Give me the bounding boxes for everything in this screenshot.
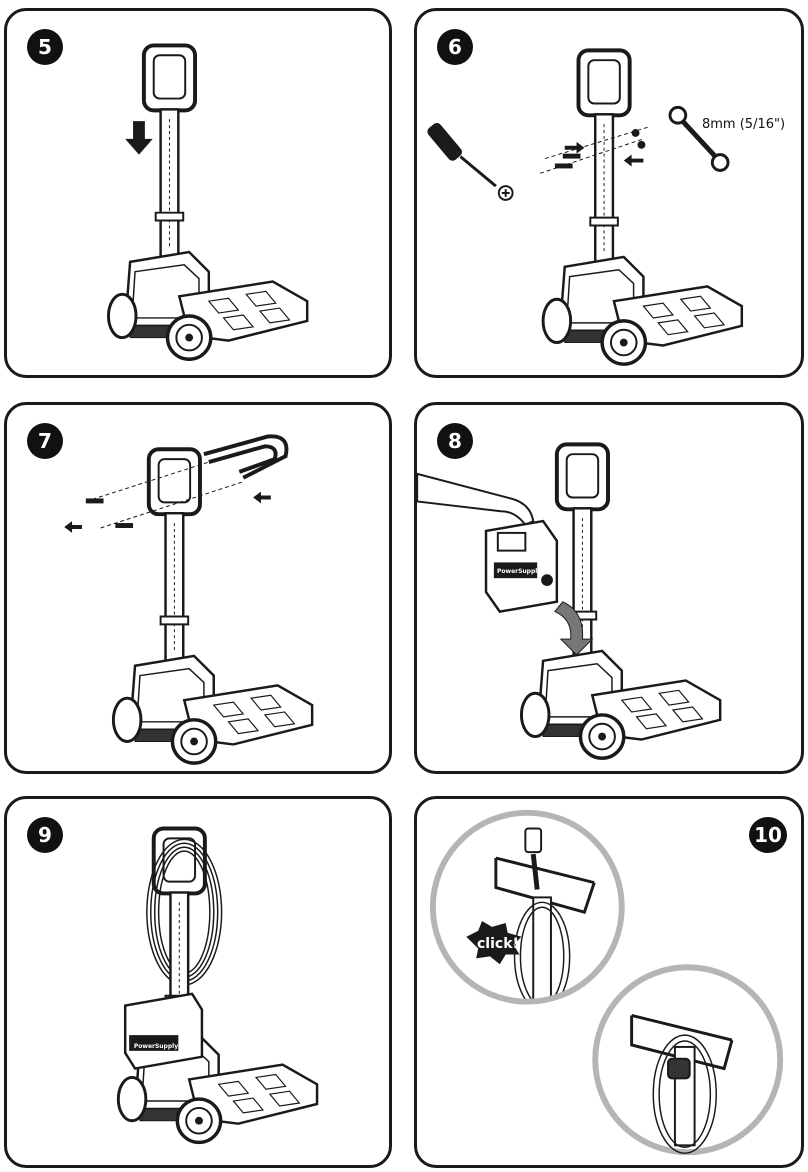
step-panel-6: 6 8mm (5/16")	[414, 8, 804, 378]
step-number-badge: 10	[749, 817, 787, 853]
click-label: click!	[477, 936, 519, 952]
cart-with-cable-illustration	[116, 826, 320, 1145]
wrench-icon	[668, 105, 730, 172]
step-panel-10: 10 click!	[414, 796, 804, 1168]
cart-assembly-illustration	[417, 442, 723, 761]
rear-handle-bracket	[203, 434, 289, 480]
step-panel-7: 7	[4, 402, 392, 774]
power-supply-label: PowerSupply	[497, 568, 542, 575]
bolt-icon	[562, 153, 581, 159]
screw-icon	[85, 498, 104, 504]
screwdriver-icon	[427, 122, 514, 201]
power-supply-illustration	[484, 519, 559, 613]
insert-arrow-icon	[554, 601, 594, 656]
wrench-size-label: 8mm (5/16")	[702, 117, 786, 132]
arrow-right-icon	[564, 141, 585, 154]
nut-icon	[631, 129, 640, 137]
step-panel-5: 5	[4, 8, 392, 378]
cable-clip-icon	[524, 827, 543, 854]
insert-arrow-icon	[125, 121, 153, 155]
nut-icon	[637, 140, 646, 149]
arrow-left-icon	[253, 491, 271, 504]
cart-assembly-illustration	[64, 434, 315, 766]
hand-illustration	[417, 472, 535, 527]
screw-icon	[115, 523, 134, 528]
bolt-icon	[554, 163, 573, 169]
step-number-badge: 7	[27, 423, 63, 459]
arrow-left-icon	[623, 154, 644, 167]
arrow-left-icon	[64, 521, 82, 533]
cable-clip-illustration	[429, 809, 784, 1156]
cart-assembly-illustration	[106, 43, 310, 362]
mounted-power-supply	[123, 992, 204, 1070]
cable-clip-icon	[667, 1057, 691, 1080]
step-panel-8: 8 PowerSupply PowerSupply	[414, 402, 804, 774]
step-number-badge: 9	[27, 817, 63, 853]
cart-assembly-illustration	[427, 48, 744, 367]
step-number-badge: 5	[27, 29, 63, 65]
step-number-badge: 8	[437, 423, 473, 459]
step-number-badge: 6	[437, 29, 473, 65]
power-supply-label: PowerSupply	[133, 1043, 179, 1050]
click-burst-icon	[466, 921, 522, 965]
step-panel-9: 9 PowerSupply	[4, 796, 392, 1168]
